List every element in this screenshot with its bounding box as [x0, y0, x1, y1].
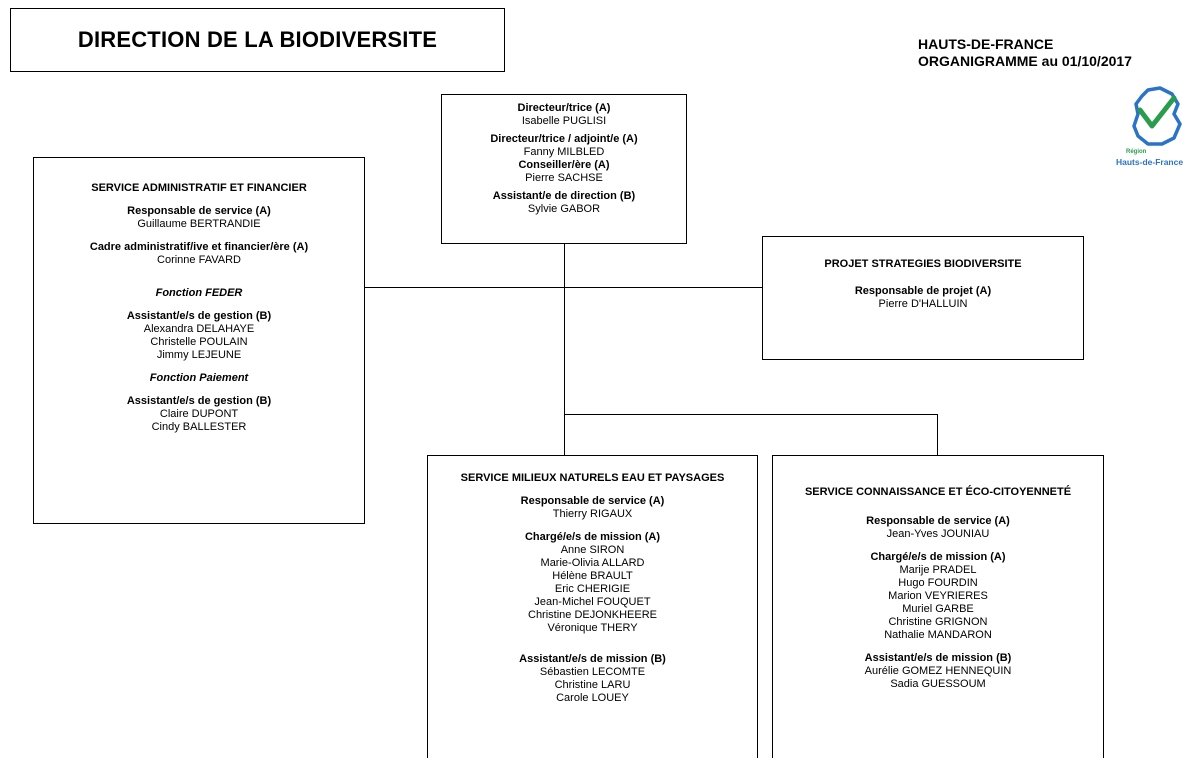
- admin-role-2: Cadre administratif/ive et financier/ère…: [89, 241, 309, 253]
- region-header: HAUTS-DE-FRANCE ORGANIGRAMME au 01/10/20…: [918, 36, 1132, 70]
- list-item: Muriel GARBE: [902, 603, 974, 615]
- list-item: Anne SIRON: [560, 544, 625, 556]
- logo-text-small: Région: [1126, 149, 1147, 155]
- list-item: Christine DEJONKHEERE: [528, 609, 657, 621]
- region-hauts-de-france-logo-icon: [1132, 86, 1182, 146]
- list-item: Carole LOUEY: [556, 692, 629, 704]
- service-milieux-box: SERVICE MILIEUX NATURELS EAU ET PAYSAGES…: [427, 455, 758, 758]
- direction-role-3: Conseiller/ère (A): [518, 159, 610, 171]
- page-title: DIRECTION DE LA BIODIVERSITE: [77, 27, 438, 52]
- org-chart-date: ORGANIGRAMME au 01/10/2017: [918, 53, 1132, 69]
- list-item: Sébastien LECOMTE: [539, 666, 646, 678]
- list-item: Jimmy LEJEUNE: [156, 349, 242, 361]
- connector-to-connaissance: [937, 414, 938, 455]
- list-item: Claire DUPONT: [159, 408, 239, 420]
- connector-horizontal-mid: [365, 287, 762, 288]
- list-item: Eric CHERIGIE: [554, 583, 631, 595]
- list-item: Hugo FOURDIN: [898, 577, 978, 589]
- admin-section-paiement: Fonction Paiement: [149, 372, 249, 384]
- connector-direction-down: [564, 244, 565, 455]
- admin-role-1: Responsable de service (A): [127, 205, 271, 217]
- milieux-role-2: Chargé/e/s de mission (A): [524, 531, 661, 543]
- logo-text-big: Hauts-de-France: [1116, 157, 1184, 167]
- region-name: HAUTS-DE-FRANCE: [918, 36, 1054, 52]
- connaissance-role-3: Assistant/e/s de mission (B): [864, 652, 1012, 664]
- milieux-role-1: Responsable de service (A): [520, 495, 665, 507]
- projet-name-1: Pierre D'HALLUIN: [878, 298, 968, 310]
- admin-role-4: Assistant/e/s de gestion (B): [126, 395, 272, 407]
- connector-horizontal-lower: [564, 414, 938, 415]
- list-item: Nathalie MANDARON: [884, 629, 992, 641]
- list-item: Véronique THERY: [547, 622, 638, 634]
- direction-name-3: Pierre SACHSE: [525, 172, 603, 184]
- list-item: Aurélie GOMEZ HENNEQUIN: [864, 665, 1012, 677]
- direction-role-4: Assistant/e de direction (B): [492, 190, 636, 202]
- direction-role-2: Directeur/trice / adjoint/e (A): [490, 133, 638, 145]
- list-item: Marie-Olivia ALLARD: [540, 557, 645, 569]
- list-item: Jean-Michel FOUQUET: [534, 596, 651, 608]
- list-item: Cindy BALLESTER: [151, 421, 247, 433]
- direction-name-2: Fanny MILBLED: [523, 146, 605, 158]
- service-milieux-title: SERVICE MILIEUX NATURELS EAU ET PAYSAGES: [460, 472, 725, 484]
- projet-strategies-box: PROJET STRATEGIES BIODIVERSITE Responsab…: [762, 236, 1084, 360]
- list-item: Marije PRADEL: [899, 564, 977, 576]
- admin-section-feder: Fonction FEDER: [155, 287, 243, 299]
- direction-role-1: Directeur/trice (A): [517, 102, 611, 114]
- projet-role-1: Responsable de projet (A): [854, 285, 992, 297]
- title-box: DIRECTION DE LA BIODIVERSITE: [10, 8, 505, 72]
- list-item: Christelle POULAIN: [150, 336, 248, 348]
- service-administratif-title: SERVICE ADMINISTRATIF ET FINANCIER: [91, 182, 307, 194]
- list-item: Marion VEYRIERES: [888, 590, 988, 602]
- connaissance-name-1: Jean-Yves JOUNIAU: [886, 528, 990, 540]
- service-connaissance-title: SERVICE CONNAISSANCE ET ÉCO-CITOYENNETÉ: [804, 486, 1072, 498]
- direction-name-1: Isabelle PUGLISI: [521, 115, 607, 127]
- list-item: Sadia GUESSOUM: [890, 678, 986, 690]
- direction-name-4: Sylvie GABOR: [527, 203, 601, 215]
- list-item: Hélène BRAULT: [552, 570, 633, 582]
- projet-title: PROJET STRATEGIES BIODIVERSITE: [824, 258, 1022, 270]
- list-item: Alexandra DELAHAYE: [143, 323, 255, 335]
- milieux-role-3: Assistant/e/s de mission (B): [519, 653, 666, 665]
- list-item: Christine LARU: [554, 679, 631, 691]
- admin-name-2: Corinne FAVARD: [157, 254, 241, 266]
- milieux-name-1: Thierry RIGAUX: [552, 508, 633, 520]
- admin-role-3: Assistant/e/s de gestion (B): [126, 310, 272, 322]
- list-item: Christine GRIGNON: [888, 616, 988, 628]
- direction-box: Directeur/trice (A) Isabelle PUGLISI Dir…: [441, 94, 687, 244]
- admin-name-1: Guillaume BERTRANDIE: [137, 218, 261, 230]
- service-connaissance-box: SERVICE CONNAISSANCE ET ÉCO-CITOYENNETÉ …: [772, 455, 1104, 758]
- connaissance-role-2: Chargé/e/s de mission (A): [870, 551, 1006, 563]
- connaissance-role-1: Responsable de service (A): [866, 515, 1010, 527]
- service-administratif-box: SERVICE ADMINISTRATIF ET FINANCIER Respo…: [33, 157, 365, 524]
